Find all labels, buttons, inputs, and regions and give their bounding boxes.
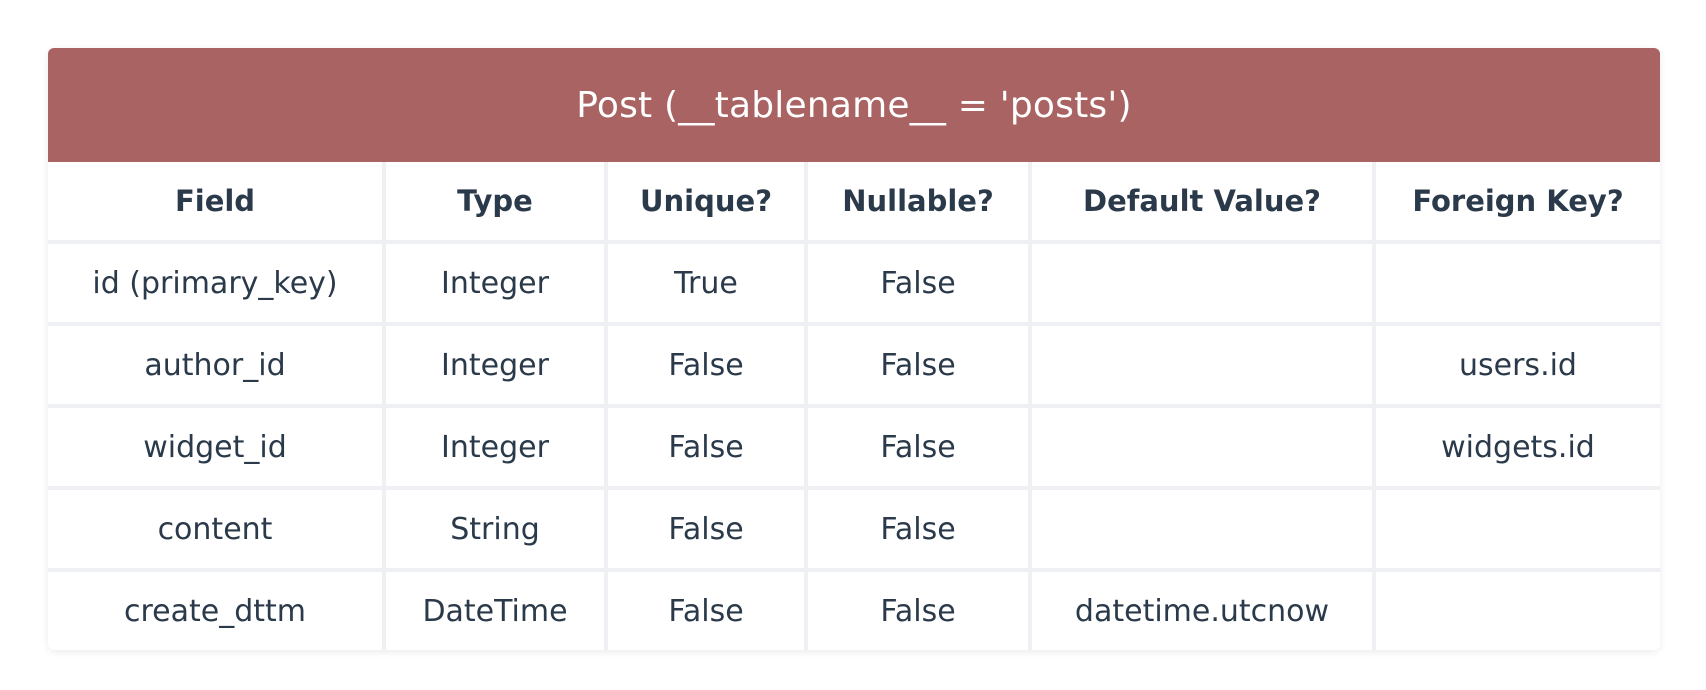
schema-card: Post (__tablename__ = 'posts') Field Typ… — [48, 48, 1660, 650]
cell-default-value — [1028, 240, 1376, 326]
cell-nullable: False — [804, 568, 1032, 650]
cell-unique: False — [604, 322, 808, 408]
cell-unique: False — [604, 404, 808, 490]
cell-foreign-key — [1372, 568, 1660, 650]
cell-field: id (primary_key) — [48, 240, 386, 326]
cell-field: content — [48, 486, 386, 572]
cell-default-value: datetime.utcnow — [1028, 568, 1376, 650]
cell-foreign-key: users.id — [1372, 322, 1660, 408]
column-header-field: Field — [48, 162, 386, 244]
cell-unique: True — [604, 240, 808, 326]
header-row: Field Type Unique? Nullable? Default Val… — [48, 162, 1660, 244]
cell-default-value — [1028, 486, 1376, 572]
column-header-foreign-key: Foreign Key? — [1372, 162, 1660, 244]
column-header-default-value: Default Value? — [1028, 162, 1376, 244]
table-title: Post (__tablename__ = 'posts') — [48, 48, 1660, 162]
cell-unique: False — [604, 486, 808, 572]
cell-type: DateTime — [382, 568, 608, 650]
table-row: widget_id Integer False False widgets.id — [48, 404, 1660, 490]
cell-type: Integer — [382, 322, 608, 408]
cell-nullable: False — [804, 404, 1032, 490]
cell-foreign-key: widgets.id — [1372, 404, 1660, 490]
cell-foreign-key — [1372, 486, 1660, 572]
cell-type: Integer — [382, 404, 608, 490]
cell-nullable: False — [804, 322, 1032, 408]
table-row: content String False False — [48, 486, 1660, 572]
column-header-unique: Unique? — [604, 162, 808, 244]
table-row: author_id Integer False False users.id — [48, 322, 1660, 408]
cell-unique: False — [604, 568, 808, 650]
cell-foreign-key — [1372, 240, 1660, 326]
schema-table: Field Type Unique? Nullable? Default Val… — [48, 162, 1660, 650]
cell-nullable: False — [804, 486, 1032, 572]
cell-field: author_id — [48, 322, 386, 408]
cell-nullable: False — [804, 240, 1032, 326]
cell-field: widget_id — [48, 404, 386, 490]
cell-type: String — [382, 486, 608, 572]
cell-default-value — [1028, 322, 1376, 408]
column-header-type: Type — [382, 162, 608, 244]
table-row: create_dttm DateTime False False datetim… — [48, 568, 1660, 650]
table-row: id (primary_key) Integer True False — [48, 240, 1660, 326]
column-header-nullable: Nullable? — [804, 162, 1032, 244]
cell-default-value — [1028, 404, 1376, 490]
cell-field: create_dttm — [48, 568, 386, 650]
cell-type: Integer — [382, 240, 608, 326]
